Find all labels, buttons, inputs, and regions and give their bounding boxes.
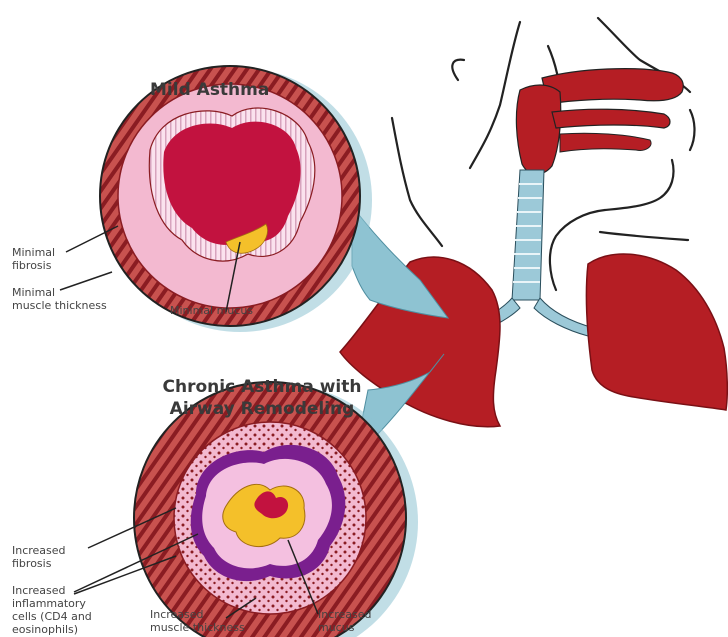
label-line: Minimal [12, 286, 107, 299]
label-line: Increased [12, 584, 92, 597]
label-line: muscle thickness [12, 299, 107, 312]
label-line: Increased [12, 544, 66, 557]
title-line: Airway Remodeling [148, 398, 376, 420]
label-line: muscle thickness [150, 621, 245, 634]
label-line: eosinophils) [12, 623, 92, 636]
mild-airway-cross-section [100, 66, 372, 332]
label-line: inflammatory [12, 597, 92, 610]
label-line: fibrosis [12, 557, 66, 570]
chronic-asthma-title: Chronic Asthma with Airway Remodeling [148, 376, 376, 420]
mild-fibrosis-label: Minimal fibrosis [12, 246, 55, 272]
label-line: fibrosis [12, 259, 55, 272]
mild-muscle-label: Minimal muscle thickness [12, 286, 107, 312]
mild-asthma-title: Mild Asthma [150, 80, 269, 100]
label-line: cells (CD4 and [12, 610, 92, 623]
right-lung [586, 254, 727, 410]
nasal-cavity [516, 69, 683, 174]
title-line: Chronic Asthma with [148, 376, 376, 398]
label-line: Increased [318, 608, 372, 621]
chronic-fibrosis-label: Increased fibrosis [12, 544, 66, 570]
mild-mucus-label: Minimal mucus [170, 304, 253, 317]
label-line: Increased [150, 608, 245, 621]
label-line: mucus [318, 621, 372, 634]
chronic-mucus-label: Increased mucus [318, 608, 372, 634]
chronic-muscle-label: Increased muscle thickness [150, 608, 245, 634]
chronic-inflammatory-label: Increased inflammatory cells (CD4 and eo… [12, 584, 92, 636]
label-line: Minimal [12, 246, 55, 259]
